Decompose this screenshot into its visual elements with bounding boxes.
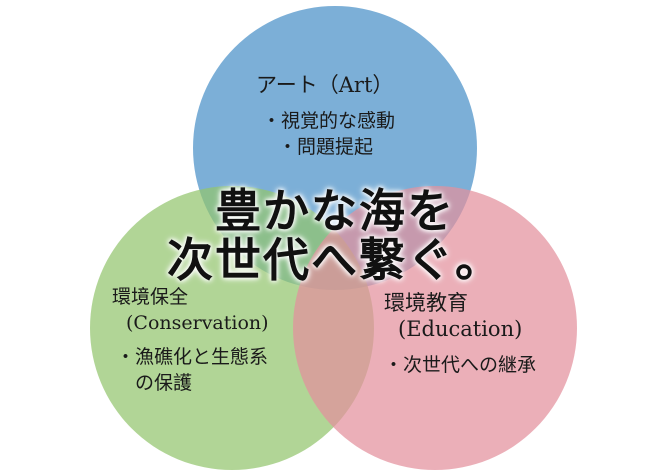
education-label: 環境教育 (Education) ・次世代への継承: [384, 290, 536, 378]
art-item: ・視覚的な感動: [262, 110, 396, 132]
art-label: アート（Art） ・視覚的な感動 ・問題提起: [256, 72, 395, 160]
education-heading: 環境教育: [384, 291, 468, 315]
education-circle: [293, 186, 577, 470]
conservation-subheading: (Conservation): [126, 312, 269, 334]
art-heading: アート（Art）: [256, 73, 394, 97]
conservation-label: 環境保全 (Conservation) ・漁礁化と生態系 の保護: [112, 284, 269, 396]
education-item: ・次世代への継承: [384, 354, 537, 376]
conservation-item: の保護: [116, 372, 193, 394]
art-item: ・問題提起: [278, 136, 374, 158]
conservation-heading: 環境保全: [112, 286, 189, 308]
center-title-line1: 豊かな海を: [215, 184, 455, 238]
center-title-line2: 次世代へ繋ぐ。: [167, 233, 503, 287]
education-subheading: (Education): [398, 317, 523, 341]
conservation-circle: [90, 186, 374, 470]
conservation-item: ・漁礁化と生態系: [116, 346, 269, 368]
